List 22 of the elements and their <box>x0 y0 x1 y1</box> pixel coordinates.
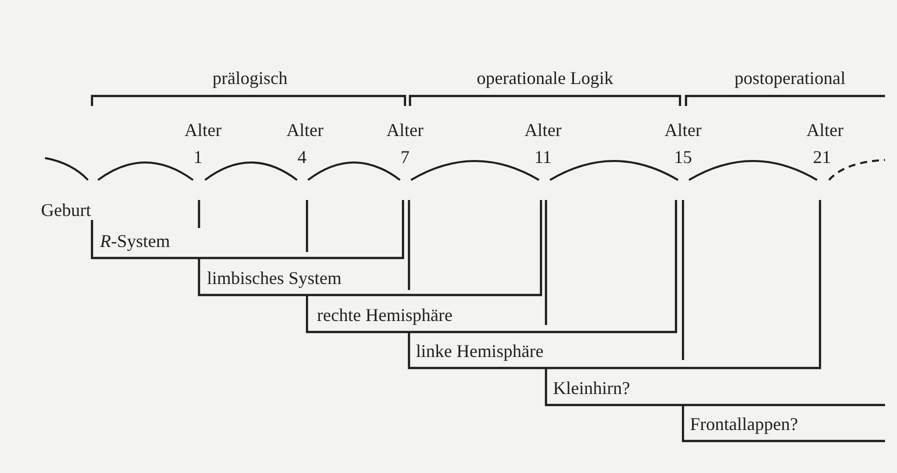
age-label: Alter <box>806 120 844 140</box>
age-number: 15 <box>674 147 692 167</box>
age-number: 11 <box>534 147 552 167</box>
phase-label: prälogisch <box>212 68 288 88</box>
age-label: Alter <box>524 120 562 140</box>
age-number: 4 <box>298 147 306 167</box>
span-label: Frontallappen? <box>690 414 798 434</box>
span-label: Kleinhirn? <box>553 378 630 398</box>
birth-label: Geburt <box>41 200 91 220</box>
span-label: linke Hemisphäre <box>416 341 544 361</box>
phase-label: postoperational <box>734 68 846 88</box>
span-label: limbisches System <box>207 268 342 288</box>
age-number: 21 <box>813 147 831 167</box>
span-label: rechte Hemisphäre <box>317 305 452 325</box>
span-label: R-System <box>100 231 170 251</box>
age-label: Alter <box>386 120 424 140</box>
phase-label: operationale Logik <box>476 68 614 88</box>
age-label: Alter <box>664 120 702 140</box>
age-number: 7 <box>400 147 410 167</box>
age-label: Alter <box>184 120 222 140</box>
age-number: 1 <box>194 147 202 167</box>
age-label: Alter <box>286 120 324 140</box>
